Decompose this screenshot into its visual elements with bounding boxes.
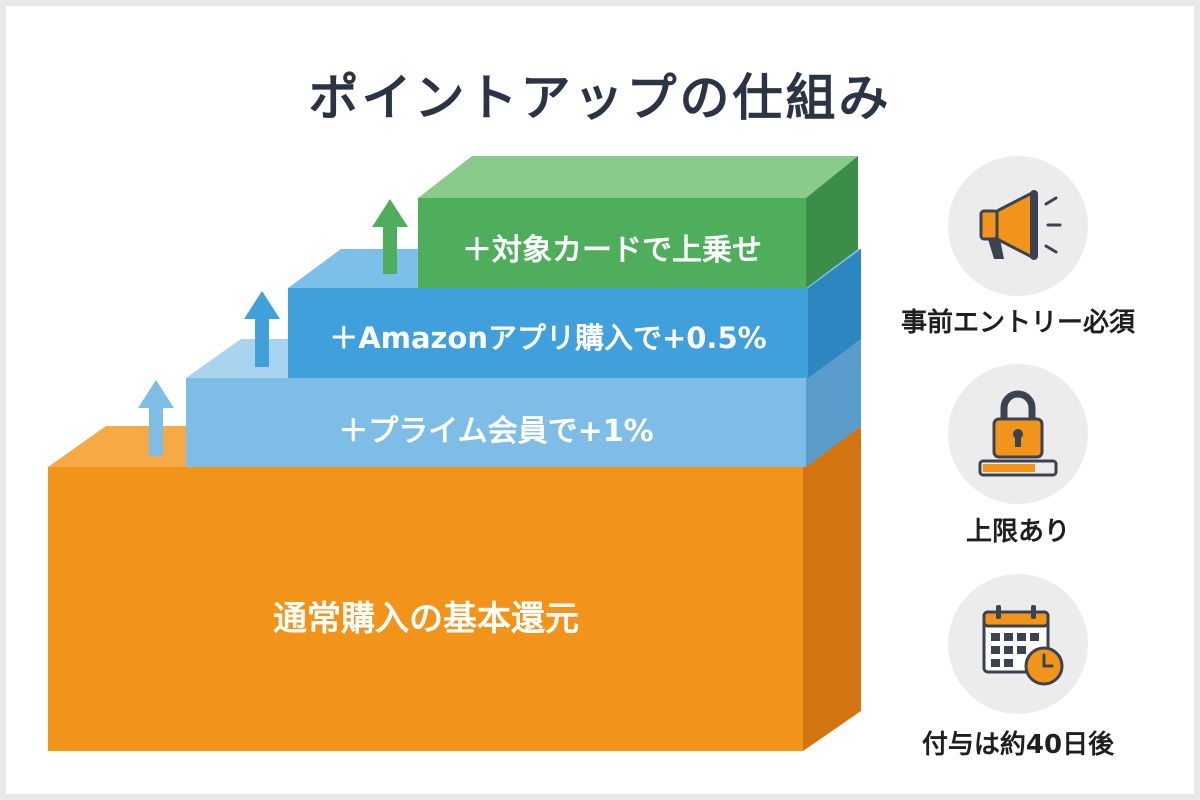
step-base-block: [48, 426, 861, 751]
step-stair-diagram: [48, 156, 861, 751]
step-card-block: [418, 156, 858, 288]
megaphone-icon: [979, 190, 1062, 260]
lock-icon: [978, 390, 1058, 477]
feature-label-limit: 上限あり: [965, 517, 1070, 547]
arrow-up-icon: [138, 380, 174, 456]
step-app-label: ＋Amazonアプリ購入で+0.5%: [329, 321, 767, 355]
page-title: ポイントアップの仕組み: [308, 69, 892, 127]
feature-label-entry: 事前エントリー必須: [900, 308, 1135, 338]
calendar-icon-circle: [948, 574, 1088, 714]
arrow-up-icon: [372, 199, 408, 274]
infographic-canvas: ポイントアップの仕組み: [6, 6, 1194, 794]
arrow-up-icon: [244, 291, 280, 367]
step-prime-label: ＋プライム会員で+1%: [338, 414, 654, 449]
lock-icon-circle: [948, 364, 1088, 504]
megaphone-icon-circle: [948, 156, 1088, 296]
step-base-label: 通常購入の基本還元: [273, 599, 579, 639]
feature-label-timing: 付与は約40日後: [921, 730, 1115, 760]
calendar-clock-icon: [982, 605, 1064, 686]
step-card-label: ＋対象カードで上乗せ: [462, 233, 762, 268]
